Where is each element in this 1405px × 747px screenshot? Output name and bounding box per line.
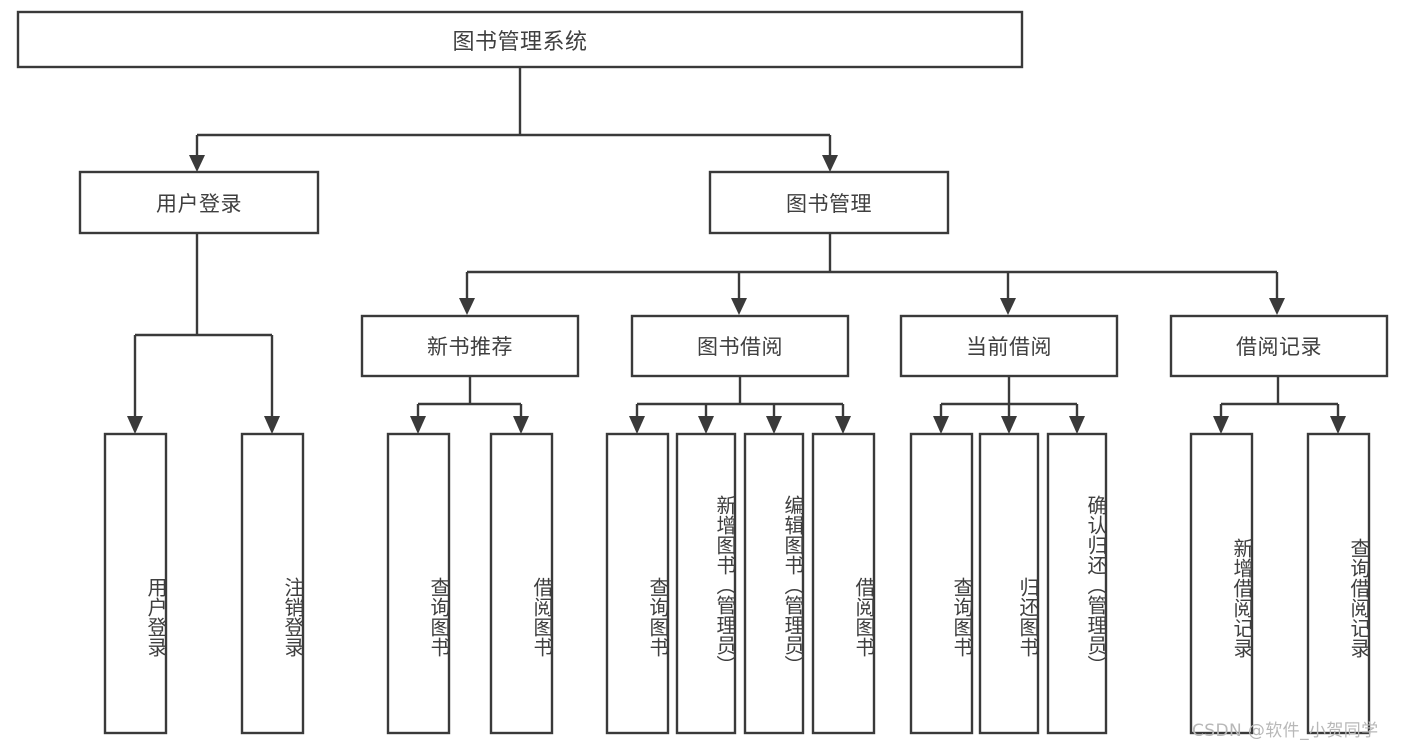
node-box-leaf-add-book[interactable]: [675, 432, 737, 735]
node-box-borrow-record[interactable]: [1169, 314, 1389, 378]
node-box-current-borrow[interactable]: [899, 314, 1119, 378]
node-box-root[interactable]: [16, 10, 1024, 69]
node-box-leaf-logout[interactable]: [240, 432, 305, 735]
node-box-leaf-edit-book[interactable]: [743, 432, 805, 735]
node-label-book-manage: 图书管理: [786, 191, 872, 216]
connector-newbook-to-leaves: [410, 376, 529, 434]
node-label-leaf-query-book-2: 查询图书: [646, 577, 670, 657]
node-label-leaf-add-record: 新增借阅记录: [1230, 537, 1254, 658]
node-label-borrow-record: 借阅记录: [1236, 335, 1322, 359]
connector-borrowrecord-to-leaves: [1213, 376, 1346, 434]
connector-bookmanage-to-level3: [459, 233, 1285, 315]
node-label-leaf-query-record: 查询借阅记录: [1347, 537, 1371, 658]
node-box-leaf-borrow-book-2[interactable]: [811, 432, 876, 735]
node-label-leaf-borrow-book-1: 借阅图书: [530, 577, 554, 657]
node-box-leaf-query-book-2[interactable]: [605, 432, 670, 735]
connector-userlogin-to-leaves: [127, 233, 280, 434]
connector-root-to-level2: [189, 67, 838, 172]
node-box-leaf-return-book[interactable]: [978, 432, 1040, 735]
connector-bookborrow-to-leaves: [629, 376, 851, 434]
node-label-leaf-edit-book: 编辑图书（管理员）: [781, 495, 805, 675]
node-box-leaf-user-login[interactable]: [103, 432, 168, 735]
node-label-leaf-add-book: 新增图书（管理员）: [713, 495, 737, 675]
node-label-user-login: 用户登录: [156, 191, 242, 216]
node-box-book-manage[interactable]: [708, 170, 950, 235]
node-label-leaf-return-book: 归还图书: [1016, 577, 1040, 657]
csdn-watermark: CSDN @软件_小贺同学: [1192, 721, 1379, 741]
node-label-leaf-query-book-3: 查询图书: [950, 577, 974, 657]
node-label-leaf-borrow-book-2: 借阅图书: [852, 577, 876, 657]
node-box-leaf-confirm-return[interactable]: [1046, 432, 1108, 735]
node-label-current-borrow: 当前借阅: [966, 335, 1052, 359]
node-label-book-borrow: 图书借阅: [697, 335, 783, 359]
node-box-leaf-query-book-3[interactable]: [909, 432, 974, 735]
node-label-leaf-confirm-return: 确认归还（管理员）: [1084, 495, 1108, 675]
node-label-leaf-query-book-1: 查询图书: [427, 577, 451, 657]
node-label-leaf-logout: 注销登录: [281, 577, 305, 657]
node-box-leaf-borrow-book-1[interactable]: [489, 432, 554, 735]
node-box-leaf-query-record[interactable]: [1306, 432, 1371, 735]
node-box-leaf-add-record[interactable]: [1189, 432, 1254, 735]
node-label-root: 图书管理系统: [452, 29, 588, 55]
connector-currentborrow-to-leaves: [933, 376, 1085, 434]
node-box-user-login[interactable]: [78, 170, 320, 235]
node-label-new-book-rec: 新书推荐: [427, 335, 513, 359]
node-box-leaf-query-book-1[interactable]: [386, 432, 451, 735]
node-label-leaf-user-login: 用户登录: [144, 577, 168, 657]
node-box-new-book-rec[interactable]: [360, 314, 580, 378]
node-box-book-borrow[interactable]: [630, 314, 850, 378]
